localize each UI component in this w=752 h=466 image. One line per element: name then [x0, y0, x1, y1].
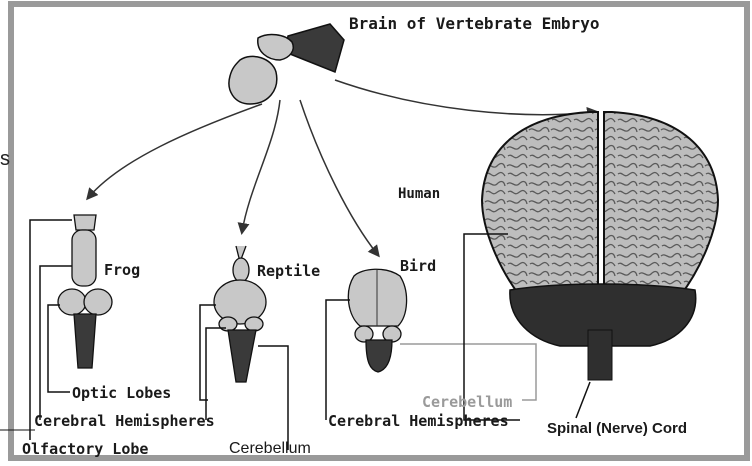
- embryo-brain: [229, 24, 344, 104]
- cerebellum-bird-leader: [400, 344, 536, 400]
- label-human: Human: [398, 186, 440, 202]
- stray-character: s: [0, 148, 10, 171]
- olfactory-leader: [30, 220, 72, 440]
- optic-lobes-reptile-leader: [200, 305, 216, 400]
- arrow-to-frog: [88, 104, 262, 198]
- arrow-to-bird: [300, 100, 378, 255]
- optic-lobes-frog-leader: [48, 305, 70, 392]
- arrow-to-reptile: [242, 100, 280, 232]
- label-olfactory-lobe: Olfactory Lobe: [22, 440, 148, 458]
- cerebral-hemispheres-bird-leader: [326, 300, 350, 420]
- frog-brain: [58, 215, 112, 368]
- label-frog: Frog: [104, 261, 140, 279]
- label-cerebellum: Cerebellum: [229, 440, 311, 458]
- label-optic-lobes: Optic Lobes: [72, 384, 171, 402]
- cerebral-hemispheres-reptile-leader: [206, 328, 226, 420]
- diagram-title: Brain of Vertebrate Embryo: [349, 14, 599, 33]
- label-bird: Bird: [400, 257, 436, 275]
- label-cerebellum-bird: Cerebellum: [422, 393, 512, 411]
- cerebellum-reptile-leader: [258, 346, 288, 450]
- human-brain: [482, 112, 718, 380]
- label-reptile: Reptile: [257, 262, 320, 280]
- label-cerebral-hemispheres-left: Cerebral Hemispheres: [34, 412, 215, 430]
- label-cerebral-hemispheres-right: Cerebral Hemispheres: [328, 412, 509, 430]
- bird-brain: [348, 269, 406, 372]
- spinal-cord-leader: [576, 382, 590, 418]
- arrow-to-human: [335, 80, 596, 115]
- label-spinal-cord: Spinal (Nerve) Cord: [547, 420, 687, 437]
